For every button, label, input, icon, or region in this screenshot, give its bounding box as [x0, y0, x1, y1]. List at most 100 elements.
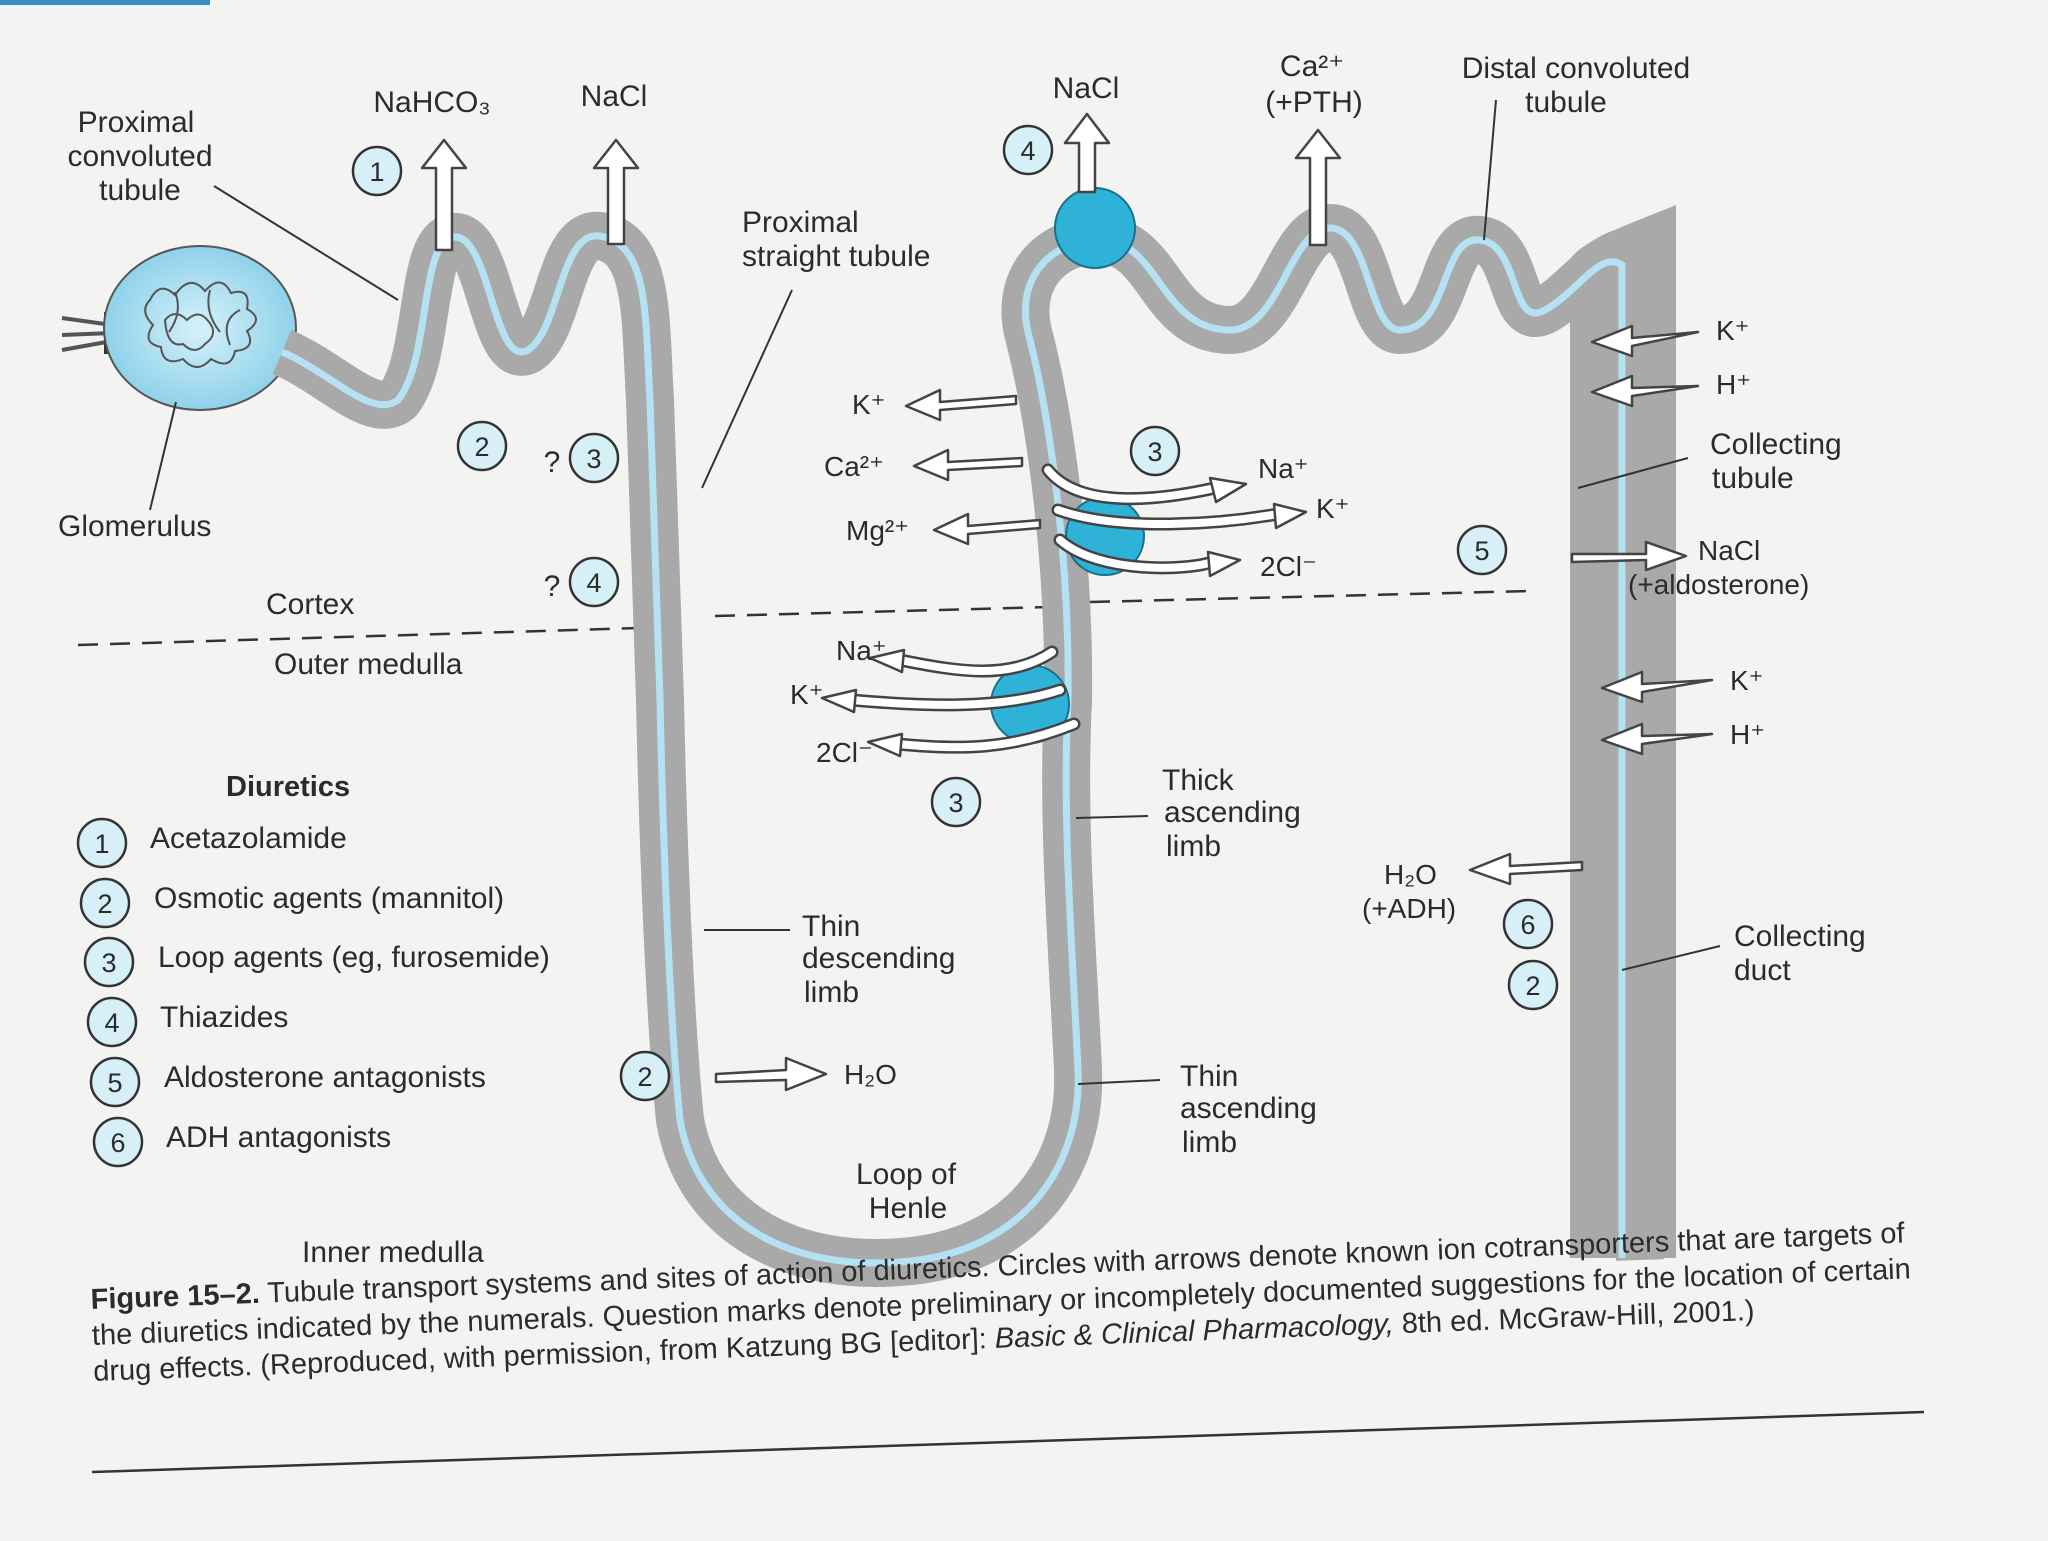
leader-proximal-straight — [701, 289, 793, 489]
arrow-nacl-ct — [1570, 540, 1688, 572]
label-pct-line1: Proximal — [78, 106, 195, 139]
label-thin-descending-line3: limb — [804, 976, 859, 1009]
leader-dct — [1483, 99, 1497, 241]
label-ca: Ca²⁺ — [1280, 50, 1344, 83]
marker-4-dct: 4 — [1020, 136, 1035, 166]
leader-glomerulus — [149, 401, 177, 511]
label-pct-line3: tubule — [99, 174, 181, 207]
label-thin-descending-line1: Thin — [802, 910, 860, 943]
ion-na-out: Na⁺ — [836, 635, 887, 666]
label-dct-line1: Distal convoluted — [1462, 52, 1690, 85]
legend-label-3: Loop agents (eg, furosemide) — [158, 941, 550, 974]
label-nacl-dct: NaCl — [1053, 72, 1120, 105]
ion-h2o-tdl: H₂O — [844, 1059, 897, 1090]
marker-2-cd: 2 — [1525, 971, 1540, 1001]
marker-5-ct: 5 — [1474, 536, 1489, 566]
question-mark-3: ? — [544, 446, 561, 479]
caption-figure-number: Figure 15–2. — [90, 1277, 261, 1316]
label-proximal-straight-line1: Proximal — [742, 206, 859, 239]
question-mark-4: ? — [544, 570, 561, 603]
legend-label-4: Thiazides — [160, 1001, 288, 1034]
ion-h-ct1: H⁺ — [1716, 369, 1751, 400]
arrow-k-tal — [904, 388, 1018, 422]
arrow-nacl-pct-up — [592, 138, 640, 246]
label-pth: (+PTH) — [1265, 86, 1363, 119]
ion-cl-out: 2Cl⁻ — [816, 737, 873, 768]
arrow-ca-up — [1294, 128, 1342, 247]
leader-thick-ascending — [1075, 815, 1149, 819]
nephron-tubule-lumen — [280, 224, 1626, 1267]
ion-k-ct2: K⁺ — [1730, 665, 1763, 696]
label-loop-henle-line1: Loop of — [856, 1158, 957, 1191]
legend-label-2: Osmotic agents (mannitol) — [154, 882, 504, 915]
transporter-dct — [1054, 187, 1136, 269]
caption-rule — [91, 1410, 1925, 1474]
legend-num-1: 1 — [94, 829, 109, 859]
label-thin-ascending-line1: Thin — [1180, 1060, 1238, 1093]
ion-k-in: K⁺ — [1316, 493, 1349, 524]
ion-h-ct2: H⁺ — [1730, 719, 1765, 750]
arrow-h-ct1 — [1590, 374, 1700, 408]
ion-adh: (+ADH) — [1362, 893, 1456, 924]
label-thick-ascending-line3: limb — [1166, 830, 1221, 863]
legend-label-5: Aldosterone antagonists — [164, 1061, 486, 1094]
label-collecting-tubule-line2: tubule — [1712, 462, 1794, 495]
label-collecting-tubule-line1: Collecting — [1710, 428, 1842, 461]
leader-collecting-duct — [1621, 945, 1721, 971]
label-glomerulus: Glomerulus — [58, 510, 211, 543]
marker-1-pct: 1 — [369, 157, 384, 187]
legend-label-6: ADH antagonists — [166, 1121, 391, 1154]
ion-na-in: Na⁺ — [1258, 453, 1309, 484]
label-proximal-straight-line2: straight tubule — [742, 240, 930, 273]
label-thick-ascending-line1: Thick — [1162, 764, 1235, 797]
label-collecting-duct-line2: duct — [1734, 954, 1791, 987]
arrow-nacl-dct-up — [1063, 112, 1111, 194]
label-nahco3: NaHCO₃ — [373, 86, 490, 119]
label-loop-henle-line2: Henle — [869, 1192, 947, 1225]
label-thin-descending-line2: descending — [802, 942, 955, 975]
marker-3-tal-lower: 3 — [948, 788, 963, 818]
leader-pct — [213, 185, 399, 301]
marker-3-tal-upper: 3 — [1147, 437, 1162, 467]
marker-2-pct: 2 — [474, 432, 489, 462]
legend-num-3: 3 — [101, 948, 116, 978]
legend-num-6: 6 — [110, 1128, 125, 1158]
legend-num-4: 4 — [104, 1008, 119, 1038]
arrow-k-ct1 — [1590, 324, 1700, 358]
label-thin-ascending-line2: ascending — [1180, 1092, 1317, 1125]
legend: Diuretics 1 2 3 4 5 6 Acetazolamide Osmo… — [76, 771, 550, 1168]
ion-mg-tal: Mg²⁺ — [846, 515, 909, 546]
leader-collecting-tubule — [1577, 457, 1689, 489]
ion-nacl-ct: NaCl — [1698, 535, 1760, 566]
ion-k-out: K⁺ — [790, 679, 823, 710]
label-nacl-pct: NaCl — [581, 80, 648, 113]
arrow-k-ct2 — [1600, 670, 1714, 704]
ion-h2o-cd: H₂O — [1384, 859, 1437, 890]
label-cortex: Cortex — [266, 588, 354, 621]
ion-k-ct1: K⁺ — [1716, 315, 1749, 346]
arrow-h-ct2 — [1600, 722, 1714, 756]
marker-3-pct: 3 — [586, 444, 601, 474]
arrow-ca-tal — [912, 448, 1024, 482]
label-thick-ascending-line2: ascending — [1164, 796, 1301, 829]
label-thin-ascending-line3: limb — [1182, 1126, 1237, 1159]
label-inner-medulla: Inner medulla — [302, 1236, 484, 1269]
legend-num-5: 5 — [107, 1068, 122, 1098]
marker-2-tdl: 2 — [637, 1062, 652, 1092]
top-accent-bar — [0, 0, 210, 5]
cortex-medulla-boundary — [77, 589, 1531, 647]
label-collecting-duct-line1: Collecting — [1734, 920, 1866, 953]
legend-title: Diuretics — [226, 771, 350, 803]
ion-ca-tal: Ca²⁺ — [824, 451, 884, 482]
arrow-mg-tal — [932, 512, 1042, 546]
arrow-h2o-cd — [1468, 852, 1584, 886]
ion-aldosterone: (+aldosterone) — [1628, 569, 1809, 600]
arrow-nahco3-up — [420, 138, 468, 252]
marker-6-cd: 6 — [1520, 910, 1535, 940]
glomerulus — [61, 245, 297, 411]
label-outer-medulla: Outer medulla — [274, 648, 463, 681]
leader-thin-ascending — [1077, 1079, 1161, 1085]
arrow-h2o-tdl — [714, 1056, 828, 1092]
legend-label-1: Acetazolamide — [150, 822, 347, 855]
